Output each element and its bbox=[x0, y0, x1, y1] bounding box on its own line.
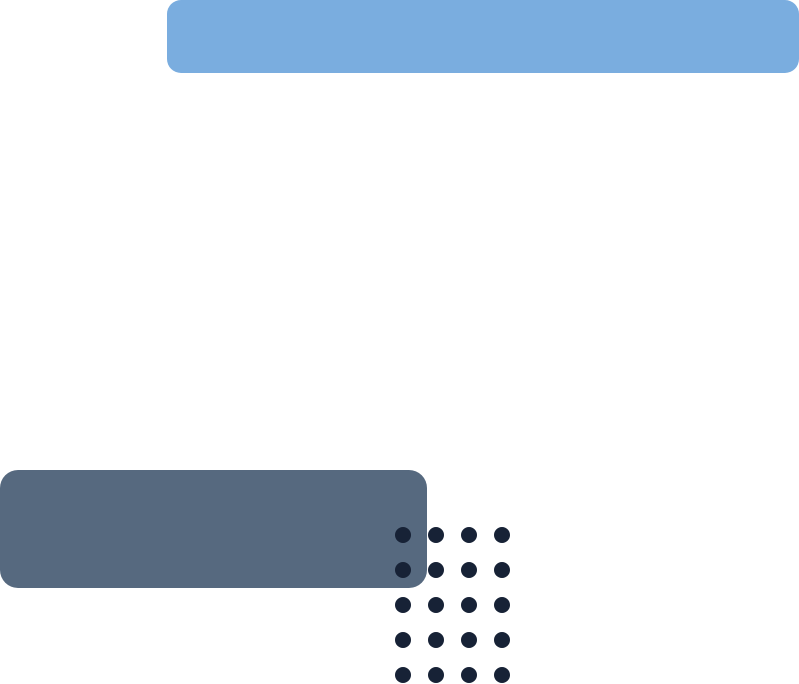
dot bbox=[461, 562, 477, 578]
dot bbox=[395, 597, 411, 613]
dot bbox=[428, 667, 444, 683]
dot bbox=[428, 632, 444, 648]
dot bbox=[395, 632, 411, 648]
dot bbox=[428, 597, 444, 613]
dot bbox=[428, 527, 444, 543]
dot bbox=[494, 597, 510, 613]
dot bbox=[494, 527, 510, 543]
dot-grid bbox=[395, 527, 517, 684]
dot bbox=[494, 632, 510, 648]
dot bbox=[428, 562, 444, 578]
dot bbox=[461, 632, 477, 648]
dot bbox=[395, 527, 411, 543]
bottom-left-shape bbox=[0, 470, 427, 588]
top-banner-shape bbox=[167, 0, 799, 73]
dot bbox=[494, 667, 510, 683]
dot bbox=[395, 667, 411, 683]
dot bbox=[461, 527, 477, 543]
dot bbox=[461, 597, 477, 613]
dot bbox=[494, 562, 510, 578]
dot bbox=[395, 562, 411, 578]
dot bbox=[461, 667, 477, 683]
